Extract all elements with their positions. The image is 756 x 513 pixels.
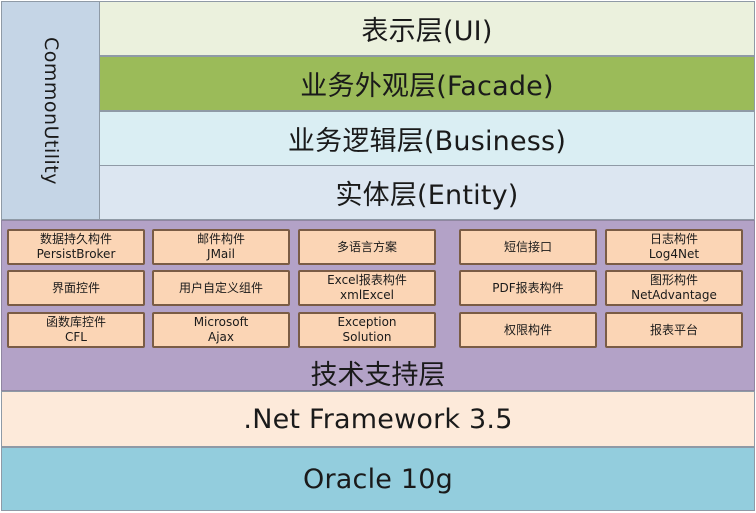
component-label: 报表平台 (649, 322, 698, 337)
component-label: JMail (207, 247, 235, 261)
component-label: 邮件构件 (196, 232, 245, 246)
component-label: CFL (65, 330, 87, 344)
component-label: 多语言方案 (336, 239, 397, 254)
component-label: Microsoft (193, 315, 249, 329)
component-label: 权限构件 (503, 322, 552, 337)
component-label: NetAdvantage (631, 288, 717, 302)
component-label: PersistBroker (36, 247, 116, 261)
component-box: PDF报表构件 (459, 270, 597, 306)
component-label: Ajax (208, 330, 234, 344)
component-label: xmlExcel (340, 288, 394, 302)
business-layer: 业务逻辑层(Business) (99, 111, 755, 166)
facade-layer: 业务外观层(Facade) (99, 56, 755, 111)
component-box: 权限构件 (459, 312, 597, 348)
component-box: 用户自定义组件 (152, 270, 290, 306)
dotnet-framework-layer: .Net Framework 3.5 (1, 391, 755, 447)
component-label: 日志构件 (649, 232, 698, 246)
tech-support-title: 技术支持层 (310, 360, 446, 391)
component-label: PDF报表构件 (492, 280, 564, 295)
component-label: 函数库控件 (45, 315, 106, 329)
component-label: Exception (337, 315, 397, 329)
entity-layer: 实体层(Entity) (99, 165, 755, 220)
component-box: 短信接口 (459, 229, 597, 265)
component-box: 界面控件 (7, 270, 145, 306)
component-label: 图形构件 (649, 273, 698, 287)
component-box: 多语言方案 (298, 229, 436, 265)
component-label: 短信接口 (503, 239, 552, 254)
component-label: 界面控件 (51, 280, 100, 295)
presentation-layer: 表示层(UI) (99, 1, 755, 56)
common-utility-panel: CommonUtility (1, 1, 100, 220)
component-label: 数据持久构件 (39, 232, 112, 246)
component-label: Excel报表构件 (327, 273, 407, 287)
component-label: Solution (342, 330, 392, 344)
common-utility-label: CommonUtility (39, 36, 62, 185)
component-label: 用户自定义组件 (178, 280, 263, 295)
oracle-layer: Oracle 10g (1, 447, 755, 511)
component-box: 报表平台 (605, 312, 743, 348)
component-label: Log4Net (648, 247, 700, 261)
